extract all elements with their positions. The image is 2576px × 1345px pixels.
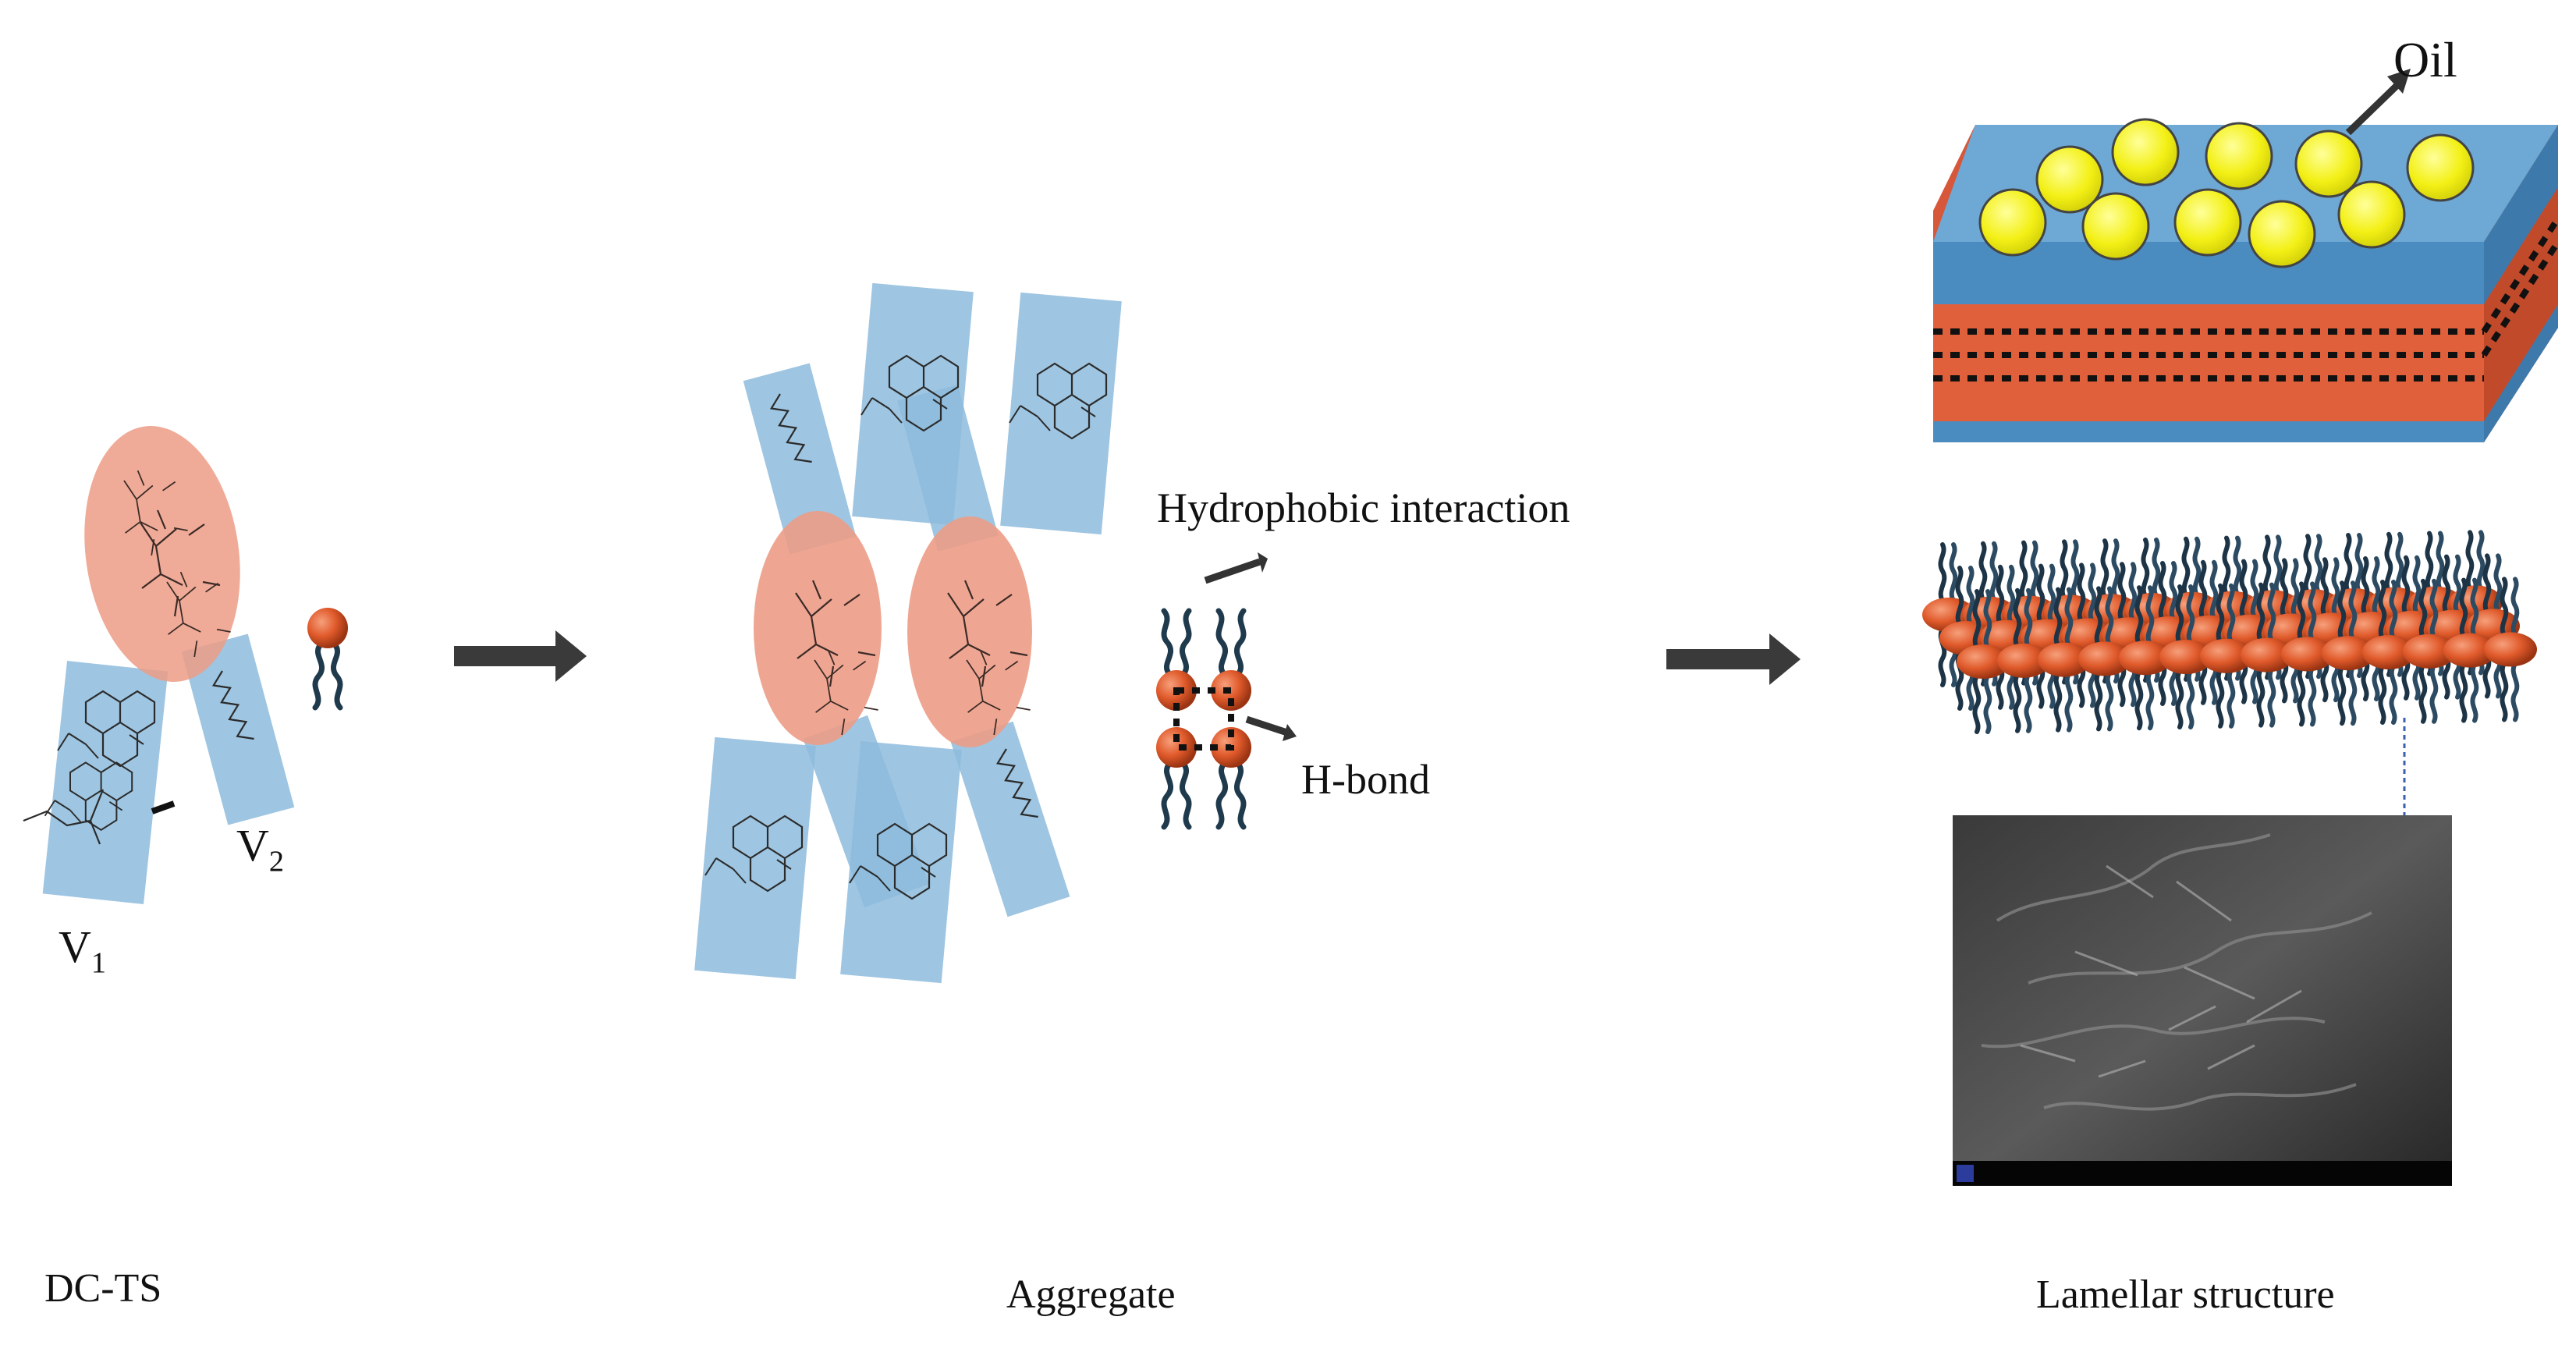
label-v2: V2 <box>236 819 284 878</box>
label-h-bond: H-bond <box>1301 756 1430 803</box>
v1-block <box>42 661 169 904</box>
dcts-molecule <box>23 426 295 904</box>
oil-slab <box>1933 69 2561 442</box>
oil-droplets <box>1978 118 2475 268</box>
lamellar-bilayer <box>1922 532 2537 732</box>
label-v2-sub: 2 <box>268 845 285 878</box>
amphiphile-bilayer <box>1156 552 1297 827</box>
aggregate-structure <box>694 282 1122 984</box>
label-v1-main: V <box>59 921 91 972</box>
v2-block <box>181 633 295 825</box>
label-hydrophobic-interaction: Hydrophobic interaction <box>1157 484 1570 531</box>
right-arrow-icon <box>454 630 587 682</box>
caption-aggregate: Aggregate <box>1006 1272 1176 1317</box>
label-v1-sub: 1 <box>90 946 107 980</box>
core-ellipse <box>84 426 240 682</box>
caption-dcts: DC-TS <box>44 1266 162 1311</box>
right-arrow-icon <box>1666 633 1801 685</box>
label-v1: V1 <box>59 921 106 980</box>
label-v2-main: V <box>236 820 269 871</box>
label-oil: Oil <box>2393 32 2457 87</box>
single-amphiphile <box>307 608 348 708</box>
sem-micrograph <box>1953 815 2452 1186</box>
caption-lamellar-structure: Lamellar structure <box>2036 1272 2335 1317</box>
